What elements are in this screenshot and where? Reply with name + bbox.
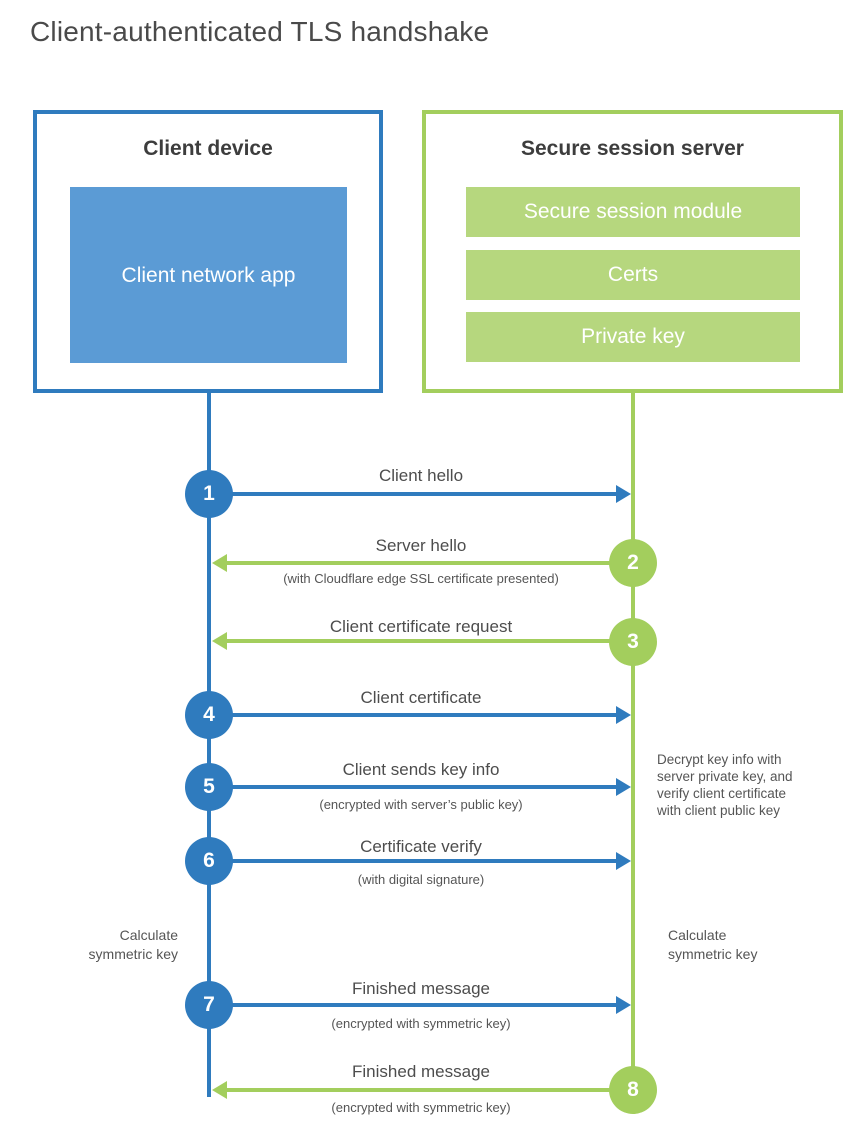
secure-session-server-box: Secure session server Secure session mod… — [422, 110, 843, 393]
step-1-label: Client hello — [378, 466, 464, 485]
step-3-badge: 3 — [609, 618, 657, 666]
step-5-badge: 5 — [185, 763, 233, 811]
step-5-arrow — [232, 778, 631, 796]
step-1-number: 1 — [203, 482, 215, 505]
client-network-app-label: Client network app — [121, 263, 296, 287]
server-lifeline — [631, 393, 635, 1069]
step-8-badge: 8 — [609, 1066, 657, 1114]
step-7-badge: 7 — [185, 981, 233, 1029]
step-4-label: Client certificate — [360, 688, 482, 707]
server-decrypt-note: Decrypt key info with server private key… — [657, 751, 842, 819]
server-module-private-key: Private key — [466, 312, 800, 362]
step-1-badge: 1 — [185, 470, 233, 518]
server-decrypt-note-line: server private key, and — [657, 769, 793, 784]
step-2-number: 2 — [627, 551, 639, 574]
step-2-badge: 2 — [609, 539, 657, 587]
server-calc-line: Calculate — [668, 927, 727, 943]
client-network-app-box: Client network app — [70, 187, 347, 363]
server-module-secure-session-module: Secure session module — [466, 187, 800, 237]
page-title: Client-authenticated TLS handshake — [30, 16, 490, 47]
server-decrypt-note-line: Decrypt key info with — [657, 752, 782, 767]
step-5-sublabel: (encrypted with server’s public key) — [319, 797, 523, 812]
step-6-label: Certificate verify — [360, 837, 482, 856]
step-8-arrow — [212, 1081, 610, 1099]
step-7-label: Finished message — [352, 979, 490, 998]
client-calculate-symmetric-key-note: Calculate symmetric key — [28, 926, 178, 964]
server-calculate-symmetric-key-note: Calculate symmetric key — [668, 926, 818, 964]
server-decrypt-note-line: with client public key — [657, 803, 781, 818]
step-7-arrow — [232, 996, 631, 1014]
client-device-box: Client device Client network app — [33, 110, 383, 393]
step-1-arrow — [232, 485, 631, 503]
server-decrypt-note-line: verify client certificate — [657, 786, 787, 801]
step-6-sublabel: (with digital signature) — [357, 872, 485, 887]
client-calc-line: symmetric key — [88, 946, 178, 962]
step-8-number: 8 — [627, 1078, 639, 1101]
step-8-sublabel: (encrypted with symmetric key) — [331, 1100, 511, 1115]
secure-session-server-title: Secure session server — [521, 137, 744, 160]
client-calc-line: Calculate — [119, 927, 178, 943]
step-6-arrow — [232, 852, 631, 870]
step-4-arrow — [232, 706, 631, 724]
step-2-arrow — [212, 554, 610, 572]
server-module-certs: Certs — [466, 250, 800, 300]
step-7-number: 7 — [203, 993, 215, 1016]
step-3-label: Client certificate request — [329, 617, 513, 636]
step-4-badge: 4 — [185, 691, 233, 739]
step-8-label: Finished message — [352, 1062, 490, 1081]
step-5-number: 5 — [203, 775, 215, 798]
step-6-badge: 6 — [185, 837, 233, 885]
step-4-number: 4 — [203, 703, 215, 726]
step-6-number: 6 — [203, 849, 215, 872]
step-3-number: 3 — [627, 630, 639, 653]
step-5-label: Client sends key info — [342, 760, 500, 779]
server-calc-line: symmetric key — [668, 946, 758, 962]
client-lifeline — [207, 393, 211, 1097]
step-2-sublabel: (with Cloudflare edge SSL certificate pr… — [283, 571, 559, 586]
step-3-arrow — [212, 632, 610, 650]
step-7-sublabel: (encrypted with symmetric key) — [331, 1016, 511, 1031]
step-2-label: Server hello — [375, 536, 467, 555]
client-device-title: Client device — [143, 137, 273, 160]
